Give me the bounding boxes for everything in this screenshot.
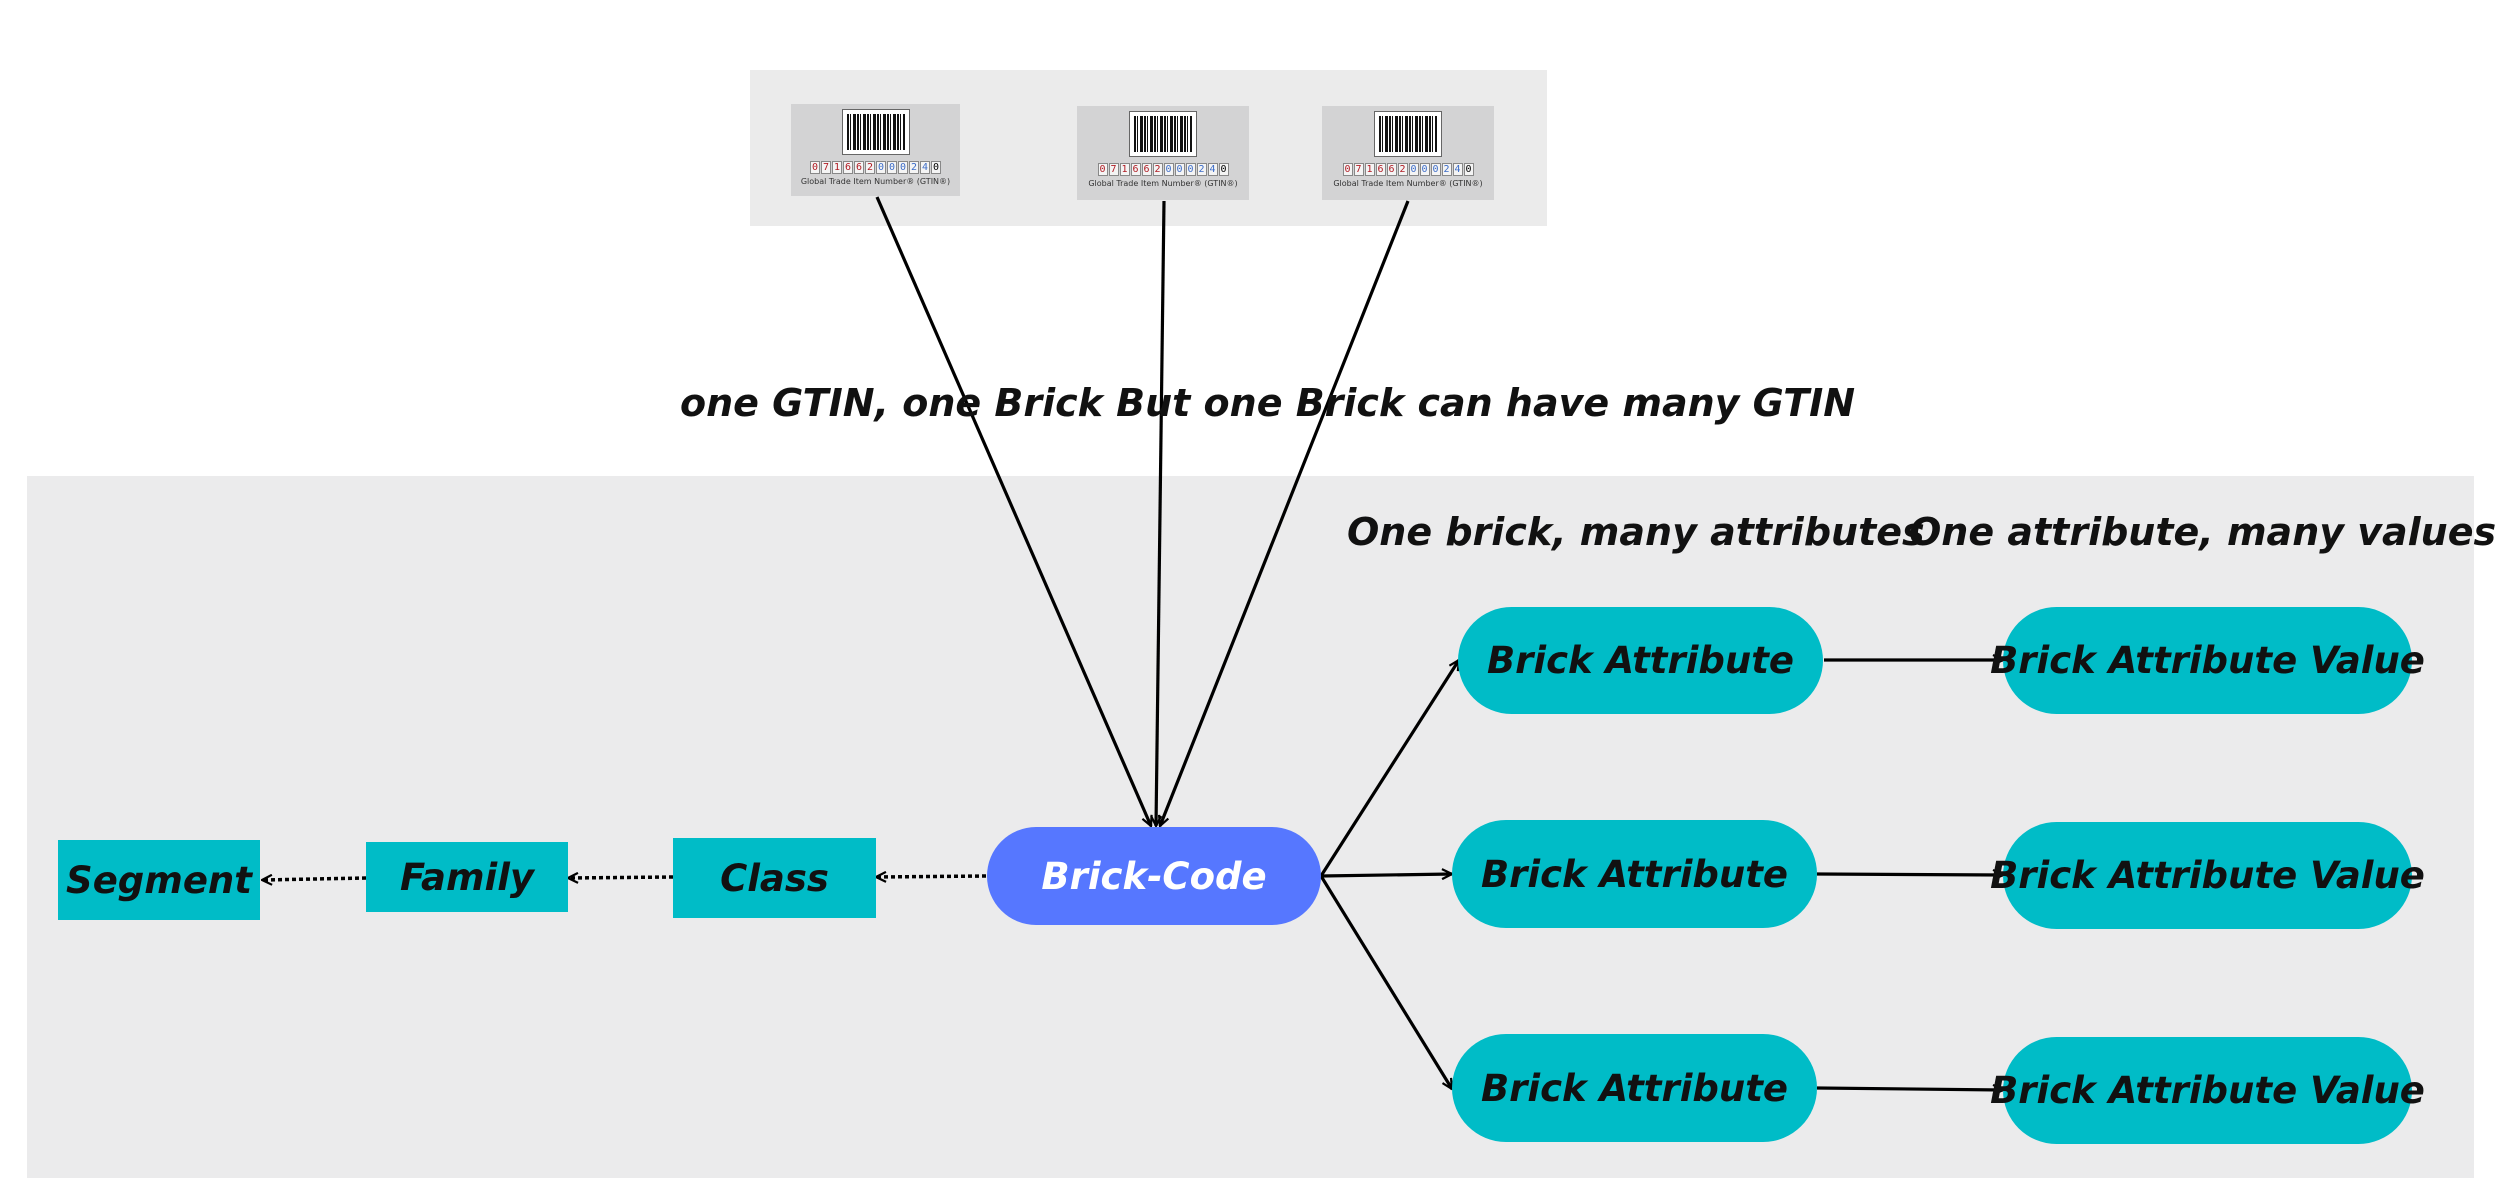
gtin-digit: 6 — [1375, 163, 1386, 176]
class-node: Class — [673, 838, 876, 918]
gtin-digit: 2 — [1152, 163, 1163, 176]
gtin-digit: 4 — [1452, 163, 1463, 176]
gtin-to-brick-arrow — [1156, 200, 1166, 826]
gtin-digit: 0 — [898, 161, 908, 174]
brick-to-class-arrow — [876, 876, 987, 877]
gtin-digit: 4 — [1207, 163, 1218, 176]
gtin-digit: 0 — [810, 161, 820, 174]
family-node: Family — [366, 842, 568, 912]
gtin-digit: 7 — [821, 161, 831, 174]
attribute-to-value-arrow — [1816, 874, 2003, 875]
brick-to-attribute-arrow — [1319, 660, 1461, 877]
gtin-digit: 2 — [1196, 163, 1207, 176]
brick-attribute-node: Brick Attribute — [1452, 1034, 1817, 1142]
gtin-digit: 4 — [920, 161, 930, 174]
gtin-digit: 0 — [1419, 163, 1430, 176]
brick-attributes-caption: One brick, many attributes — [1347, 510, 1925, 554]
brick-attribute-value-node: Brick Attribute Value — [1990, 1037, 2425, 1144]
gtin-digit: 0 — [1218, 163, 1229, 176]
gtin-digit: 0 — [1342, 163, 1353, 176]
gtin-digit: 0 — [1408, 163, 1419, 176]
gtin-digit: 6 — [854, 161, 864, 174]
gtin-digit: 2 — [865, 161, 875, 174]
barcode-icon — [841, 109, 910, 155]
gtin-to-brick-arrow — [875, 196, 1151, 826]
brick-attribute-node: Brick Attribute — [1452, 820, 1817, 928]
attribute-values-caption: One attribute, many values — [1909, 510, 2497, 554]
gtin-digit: 0 — [1430, 163, 1441, 176]
gtin-caption: Global Trade Item Number® (GTIN®) — [800, 177, 951, 186]
gtin-digit: 0 — [1163, 163, 1174, 176]
brick-attribute-node: Brick Attribute — [1458, 607, 1823, 714]
gtin-digit: 0 — [1174, 163, 1185, 176]
gtin-digit: 7 — [1353, 163, 1364, 176]
gtin-digit: 1 — [1119, 163, 1130, 176]
gtin-caption: Global Trade Item Number® (GTIN®) — [1333, 179, 1483, 188]
brick-to-attribute-arrow — [1320, 874, 1452, 876]
gtin-digit: 0 — [887, 161, 897, 174]
gtin-digit: 0 — [931, 161, 941, 174]
brick-code-node: Brick-Code — [987, 827, 1321, 925]
barcode-icon — [1129, 111, 1197, 157]
class-to-family-arrow — [568, 877, 674, 878]
gtin-digit: 1 — [832, 161, 842, 174]
gtin-digit: 0 — [1463, 163, 1474, 176]
gtin-digit: 6 — [1386, 163, 1397, 176]
gtin-digit: 7 — [1108, 163, 1119, 176]
gtin-digit: 6 — [1141, 163, 1152, 176]
barcode-icon — [1374, 111, 1442, 157]
gtin-digit: 0 — [876, 161, 886, 174]
gtin-to-brick-arrow — [1160, 200, 1410, 826]
gtin-caption: Global Trade Item Number® (GTIN®) — [1088, 179, 1238, 188]
gtin-relation-caption: one GTIN, one Brick But one Brick can ha… — [680, 381, 1856, 425]
gtin-digit: 1 — [1364, 163, 1375, 176]
segment-node: Segment — [58, 840, 260, 920]
gtin-digit: 6 — [843, 161, 853, 174]
gtin-digit: 2 — [909, 161, 919, 174]
gtin-digit: 2 — [1441, 163, 1452, 176]
brick-attribute-value-node: Brick Attribute Value — [1990, 607, 2425, 714]
gtin-digit: 0 — [1185, 163, 1196, 176]
brick-to-attribute-arrow — [1319, 875, 1454, 1089]
gtin-digit: 2 — [1397, 163, 1408, 176]
family-to-segment-arrow — [262, 878, 367, 880]
attribute-to-value-arrow — [1816, 1088, 2003, 1090]
gtin-digit: 0 — [1097, 163, 1108, 176]
brick-attribute-value-node: Brick Attribute Value — [1990, 822, 2425, 929]
gtin-digit: 6 — [1130, 163, 1141, 176]
